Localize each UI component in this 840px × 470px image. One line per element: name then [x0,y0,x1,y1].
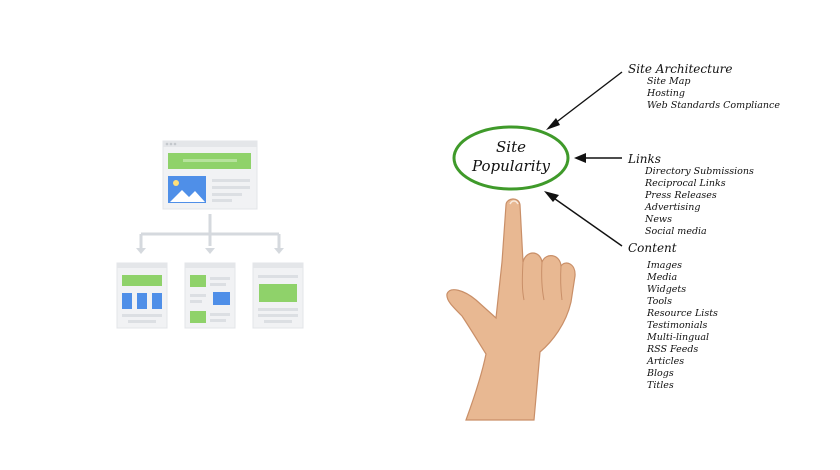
list-item: Directory Submissions [645,166,754,177]
tree-connectors [139,214,281,248]
list-item: Press Releases [645,190,717,201]
category-links: Links Directory Submissions Reciprocal L… [628,152,754,238]
list-item: Articles [647,356,685,367]
center-label-line1: Site [496,138,526,156]
list-item: Advertising [645,202,701,213]
category-title: Links [628,152,661,166]
list-item: Titles [647,380,674,391]
list-item: News [645,214,672,225]
top-page-card [162,140,258,210]
center-label-line2: Popularity [472,157,550,175]
list-item: Reciprocal Links [645,178,726,189]
list-item: Widgets [647,284,687,295]
hand-illustration [446,198,576,421]
list-item: Social media [645,226,707,237]
child-page-card-3 [252,262,304,329]
list-item: Web Standards Compliance [647,100,780,111]
list-item: Resource Lists [647,308,718,319]
list-item: Testimonials [647,320,708,331]
list-item: Hosting [647,88,685,99]
center-label: Site Popularity [456,138,566,176]
list-item: Media [647,272,678,283]
list-item: Images [647,260,683,271]
arrow-site-architecture [549,71,623,128]
child-page-card-2 [184,262,236,329]
list-item: Blogs [647,368,674,379]
arrow-content [547,193,623,247]
category-site-architecture: Site Architecture Site Map Hosting Web S… [628,62,780,112]
list-item: RSS Feeds [647,344,699,355]
category-title: Site Architecture [628,62,733,76]
center-ellipse [452,125,570,191]
list-item: Site Map [647,76,691,87]
category-title: Content [628,241,677,255]
child-page-card-1 [116,262,168,329]
list-item: Tools [647,296,672,307]
category-content: Content Images Media Widgets Tools Resou… [628,241,718,392]
list-item: Multi-lingual [647,332,710,343]
